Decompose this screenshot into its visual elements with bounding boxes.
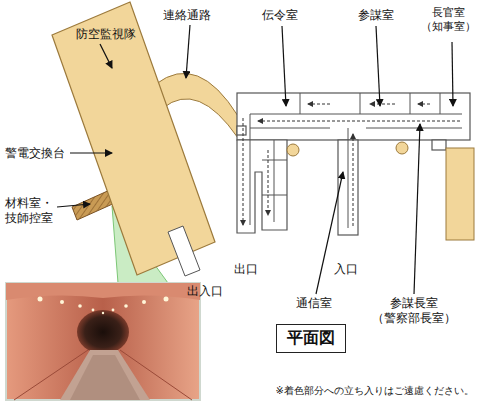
room-label: 参謀長室 （警察部長室） bbox=[372, 296, 456, 326]
entrance-label: 出入口 bbox=[187, 284, 223, 299]
block-shape bbox=[52, 2, 215, 275]
exit-label: 出口 bbox=[234, 262, 258, 277]
passage-label: 連絡通路 bbox=[163, 8, 211, 23]
title-box: 平面図 bbox=[276, 324, 346, 353]
entrance-label: 入口 bbox=[334, 262, 358, 277]
tunnel-block: 防空監視隊 bbox=[50, 0, 220, 280]
entrance-passage bbox=[168, 226, 200, 276]
block-outline bbox=[50, 0, 220, 280]
room-label: 警電交換台 bbox=[5, 146, 65, 161]
leader-arrow bbox=[100, 44, 112, 68]
room-label: 参謀室 bbox=[358, 8, 394, 23]
room-label: 長官室 （知事室） bbox=[421, 6, 476, 34]
leader-arrow bbox=[70, 152, 112, 153]
room-label: 通信室 bbox=[296, 296, 332, 311]
note: ※着色部分への立ち入りはご遠慮ください。 bbox=[276, 385, 474, 398]
room-label: 伝令室 bbox=[262, 8, 298, 23]
room-label: 材料室・ 技師控室 bbox=[5, 196, 53, 226]
title-text: 平面図 bbox=[287, 328, 335, 349]
block-name: 防空監視隊 bbox=[76, 26, 136, 43]
